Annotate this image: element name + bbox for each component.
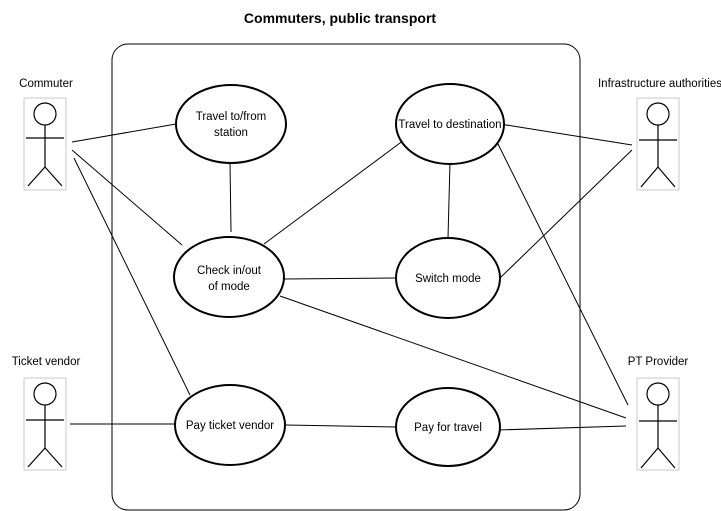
assoc-pt-travel-dest (495, 139, 629, 406)
actor-label: Infrastructure authorities (598, 78, 721, 90)
use-case-switch-mode[interactable]: Switch mode (395, 237, 501, 319)
actor-frame (23, 377, 67, 471)
assoc-pt-pay-travel (497, 425, 627, 431)
actor-ticket-vendor[interactable]: Ticket vendor (12, 356, 81, 471)
use-case-pay-for-travel[interactable]: Pay for travel (395, 387, 501, 467)
assoc-infra-travel-dest (499, 123, 633, 146)
use-case-travel-destination[interactable]: Travel to destination (395, 83, 505, 165)
use-case-travel-station[interactable]: Travel to/from station (175, 84, 287, 164)
link-vendor-paytravel (285, 424, 397, 428)
actor-label: Commuter (19, 78, 73, 90)
link-check-dest (263, 139, 405, 245)
actor-infrastructure-authorities[interactable]: Infrastructure authorities (598, 78, 721, 191)
use-case-label: Pay ticket vendor (186, 420, 274, 432)
assoc-commuter-pay-vendor (73, 157, 191, 396)
assoc-infra-switch-mode (499, 149, 633, 279)
actor-label: Ticket vendor (12, 356, 81, 368)
assoc-pt-check-inout (279, 295, 627, 419)
actor-pt-provider[interactable]: PT Provider (628, 356, 689, 471)
link-dest-switch (447, 161, 451, 239)
use-case-check-inout[interactable]: Check in/out of mode (173, 236, 285, 318)
actor-commuter[interactable]: Commuter (19, 78, 73, 191)
use-case-label: Switch mode (415, 273, 481, 285)
use-case-label: station (214, 127, 248, 139)
use-case-label: Travel to destination (398, 119, 501, 131)
use-case-pay-ticket-vendor[interactable]: Pay ticket vendor (174, 384, 286, 466)
stick-figure-icon (639, 102, 677, 188)
stick-figure-icon (639, 382, 677, 469)
link-station-check (229, 161, 232, 233)
diagram-title: Commuters, public transport (244, 10, 436, 26)
actor-frame (636, 97, 680, 191)
assoc-commuter-check-inout (71, 149, 183, 246)
stick-figure-icon (26, 102, 64, 187)
associations (70, 123, 633, 431)
use-case-label: Check in/out (197, 265, 262, 277)
stick-figure-icon (26, 382, 64, 468)
use-case-label: of mode (208, 281, 250, 293)
actor-frame (23, 97, 67, 191)
actor-label: PT Provider (628, 356, 689, 368)
use-case-label: Pay for travel (414, 422, 482, 434)
actor-frame (636, 377, 680, 471)
link-check-switch (283, 277, 397, 280)
use-case-label: Travel to/from (196, 111, 267, 123)
assoc-commuter-travel-station (71, 123, 177, 143)
